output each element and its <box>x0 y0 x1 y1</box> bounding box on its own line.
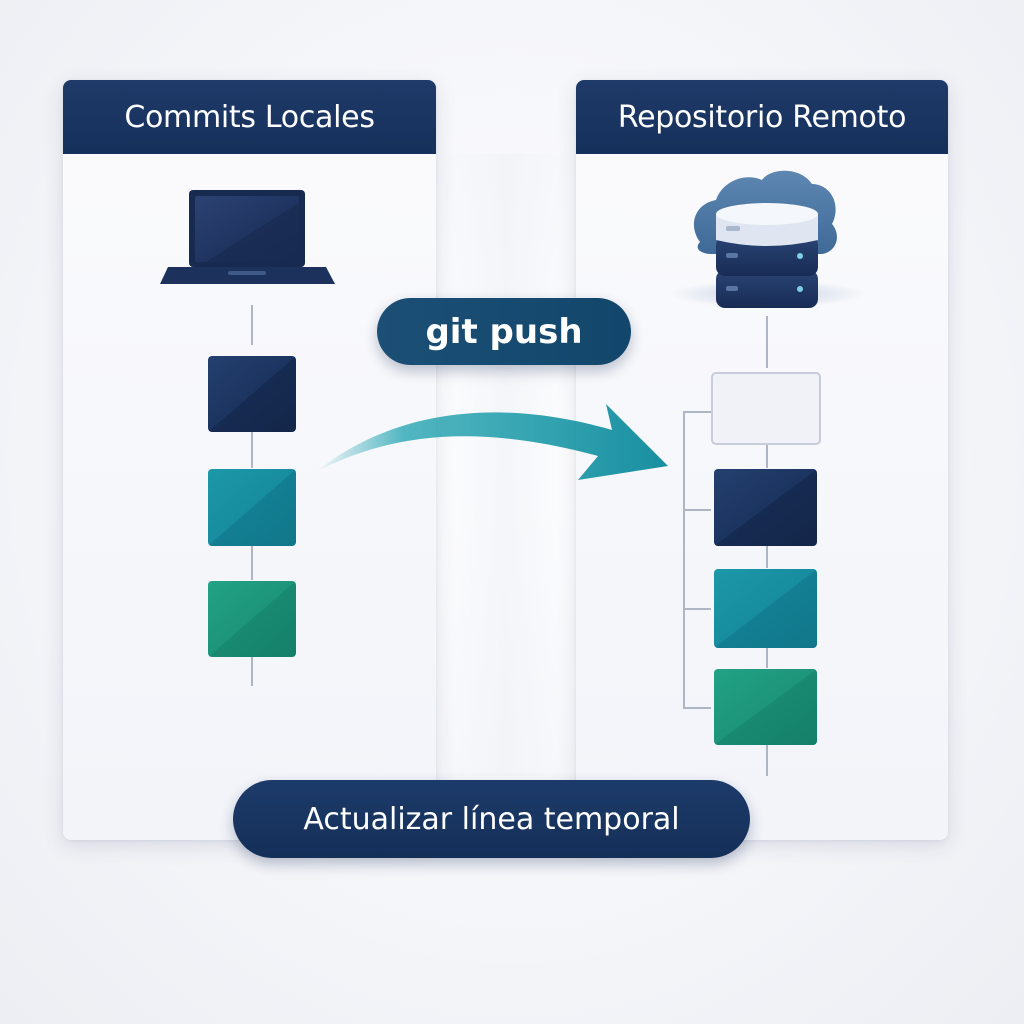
remote-commit-navy <box>714 469 817 546</box>
local-commit-navy <box>208 356 296 432</box>
panel-divider <box>436 154 576 776</box>
update-timeline-label: Actualizar línea temporal <box>233 780 750 858</box>
remote-repository-header: Repositorio Remoto <box>576 80 948 154</box>
laptop-icon <box>160 190 335 284</box>
local-commit-teal <box>208 469 296 546</box>
remote-commit-green <box>714 669 817 745</box>
git-push-label: git push <box>377 298 631 365</box>
remote-commit-placeholder <box>711 372 821 445</box>
cloud-server-icon <box>669 170 865 308</box>
remote-commit-teal <box>714 569 817 648</box>
local-commits-header: Commits Locales <box>63 80 436 154</box>
push-arrow-icon <box>316 404 668 480</box>
remote-timeline <box>683 316 768 776</box>
local-commit-green <box>208 581 296 657</box>
